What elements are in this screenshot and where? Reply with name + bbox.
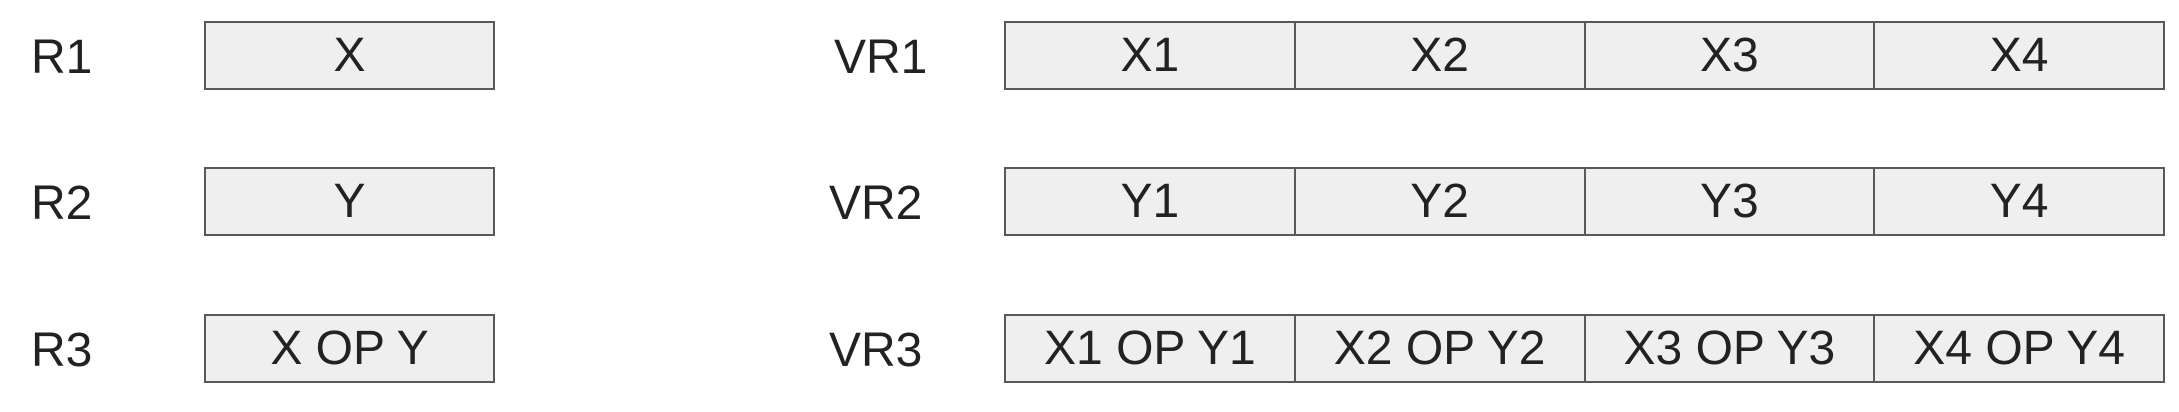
scalar-register-r1-box: X: [204, 21, 495, 90]
vector-register-label-vr2: VR2: [829, 177, 923, 230]
vector-register-vr1-box: X1 X2 X3 X4: [1004, 21, 2165, 90]
vr3-lane-2: X2 OP Y2: [1293, 316, 1584, 381]
vr3-lane-4: X4 OP Y4: [1873, 316, 2163, 381]
vector-register-vr3-box: X1 OP Y1 X2 OP Y2 X3 OP Y3 X4 OP Y4: [1004, 314, 2165, 383]
scalar-register-label-r3: R3: [31, 324, 93, 377]
scalar-register-r3-value: X OP Y: [270, 322, 429, 375]
vector-register-label-vr1: VR1: [834, 31, 928, 84]
vr1-lane-1: X1: [1120, 29, 1180, 82]
vr2-lane-4: Y4: [1873, 169, 2163, 234]
vr1-lane-3: X3: [1583, 23, 1874, 88]
vr1-lane-2: X2: [1293, 23, 1584, 88]
vr2-lane-1: Y1: [1120, 175, 1180, 228]
vector-register-label-vr3: VR3: [829, 324, 923, 377]
vr2-lane-2: Y2: [1293, 169, 1584, 234]
vr1-lane-4: X4: [1873, 23, 2163, 88]
vector-register-vr2-box: Y1 Y2 Y3 Y4: [1004, 167, 2165, 236]
scalar-register-r1-value: X: [333, 29, 366, 82]
scalar-register-r2-box: Y: [204, 167, 495, 236]
vr3-lane-1: X1 OP Y1: [1044, 322, 1256, 375]
scalar-register-r3-box: X OP Y: [204, 314, 495, 383]
vr3-lane-3: X3 OP Y3: [1583, 316, 1874, 381]
scalar-register-label-r2: R2: [31, 177, 93, 230]
scalar-register-label-r1: R1: [31, 31, 93, 84]
scalar-register-r2-value: Y: [333, 175, 366, 228]
vr2-lane-3: Y3: [1583, 169, 1874, 234]
